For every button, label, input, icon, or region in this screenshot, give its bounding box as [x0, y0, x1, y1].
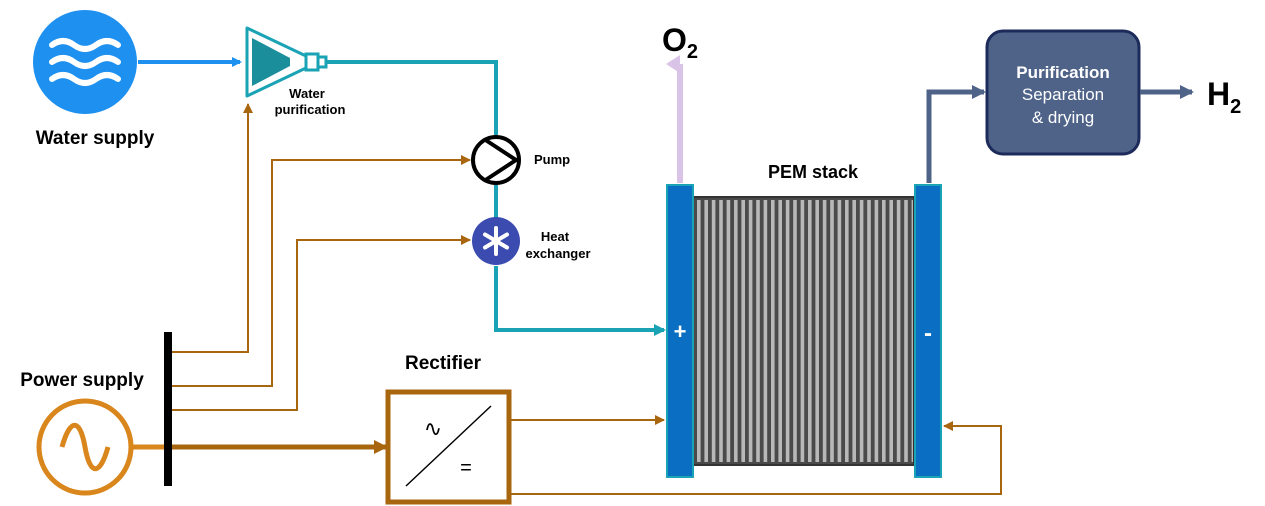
- membrane-stripe: [748, 200, 753, 462]
- membrane-stripe: [711, 200, 716, 462]
- purification-box: [985, 29, 1141, 156]
- rectifier-ac-symbol: ∿: [424, 416, 442, 441]
- membrane-stripe: [808, 200, 812, 462]
- water-purification-icon: [245, 26, 328, 98]
- membrane-stripe: [704, 200, 708, 462]
- power-supply-label: Power supply: [20, 370, 144, 391]
- water-purification-label-line1: Water: [289, 86, 325, 101]
- oxygen-label: O2: [662, 22, 698, 63]
- power-to-pump-line: [172, 155, 471, 387]
- cathode-plate: [914, 184, 942, 478]
- pump-label: Pump: [534, 152, 570, 167]
- cathode-sign: -: [924, 320, 932, 347]
- membrane-stripe: [726, 200, 731, 462]
- membrane-stripe: [845, 200, 849, 462]
- membrane-stripe: [904, 200, 908, 462]
- heat-exchanger-label-line2: exchanger: [525, 246, 590, 261]
- pem-stack-membranes: [697, 200, 916, 462]
- water-feed-to-stack-pipe: [494, 266, 666, 336]
- membrane-stripe: [822, 200, 827, 462]
- membrane-stripe: [852, 200, 856, 462]
- membrane-stripe: [874, 200, 879, 462]
- power-to-heat-exchanger-line: [172, 235, 471, 411]
- membrane-stripe: [756, 200, 760, 462]
- membrane-stripe: [882, 200, 886, 462]
- membrane-stripe: [889, 200, 893, 462]
- power-busbar: [164, 332, 172, 486]
- membrane-stripe: [771, 200, 775, 462]
- membrane-stripe: [859, 200, 864, 462]
- hydrogen-to-purification-line: [926, 85, 986, 183]
- anode-sign: +: [674, 319, 687, 344]
- water-supply-icon: [33, 10, 137, 114]
- membrane-stripe: [697, 200, 701, 462]
- rectifier-to-cathode-line: [511, 421, 1002, 495]
- heat-exchanger-label-line1: Heat: [541, 229, 570, 244]
- membrane-stripe: [719, 200, 723, 462]
- power-to-water-purification-line: [172, 103, 253, 353]
- membrane-stripe: [778, 200, 782, 462]
- membrane-stripe: [793, 200, 797, 462]
- anode-plate: [666, 184, 694, 478]
- pem-stack-label: PEM stack: [768, 162, 859, 182]
- membrane-stripe: [800, 200, 805, 462]
- hydrogen-label: H2: [1207, 76, 1241, 118]
- membrane-stripe: [734, 200, 738, 462]
- membrane-stripe: [785, 200, 790, 462]
- ac-source-icon: [36, 398, 134, 496]
- purification-line2: Separation: [1022, 85, 1104, 104]
- rectifier-dc-symbol: =: [460, 457, 472, 479]
- membrane-stripe: [830, 200, 834, 462]
- membrane-stripe: [763, 200, 768, 462]
- heat-exchanger-icon: [472, 217, 520, 265]
- water-purification-label-line2: purification: [275, 102, 346, 117]
- membrane-stripe: [837, 200, 842, 462]
- purification-line3: & drying: [1032, 108, 1094, 127]
- membrane-stripe: [815, 200, 819, 462]
- purification-title: Purification: [1016, 63, 1110, 82]
- membrane-stripe: [896, 200, 901, 462]
- rectifier-label: Rectifier: [405, 353, 482, 374]
- water-supply-label: Water supply: [36, 128, 155, 149]
- purified-water-pipe: [326, 60, 498, 142]
- membrane-stripe: [741, 200, 745, 462]
- membrane-stripe: [867, 200, 871, 462]
- pump-icon: [471, 135, 521, 185]
- rectifier-box: [385, 389, 512, 505]
